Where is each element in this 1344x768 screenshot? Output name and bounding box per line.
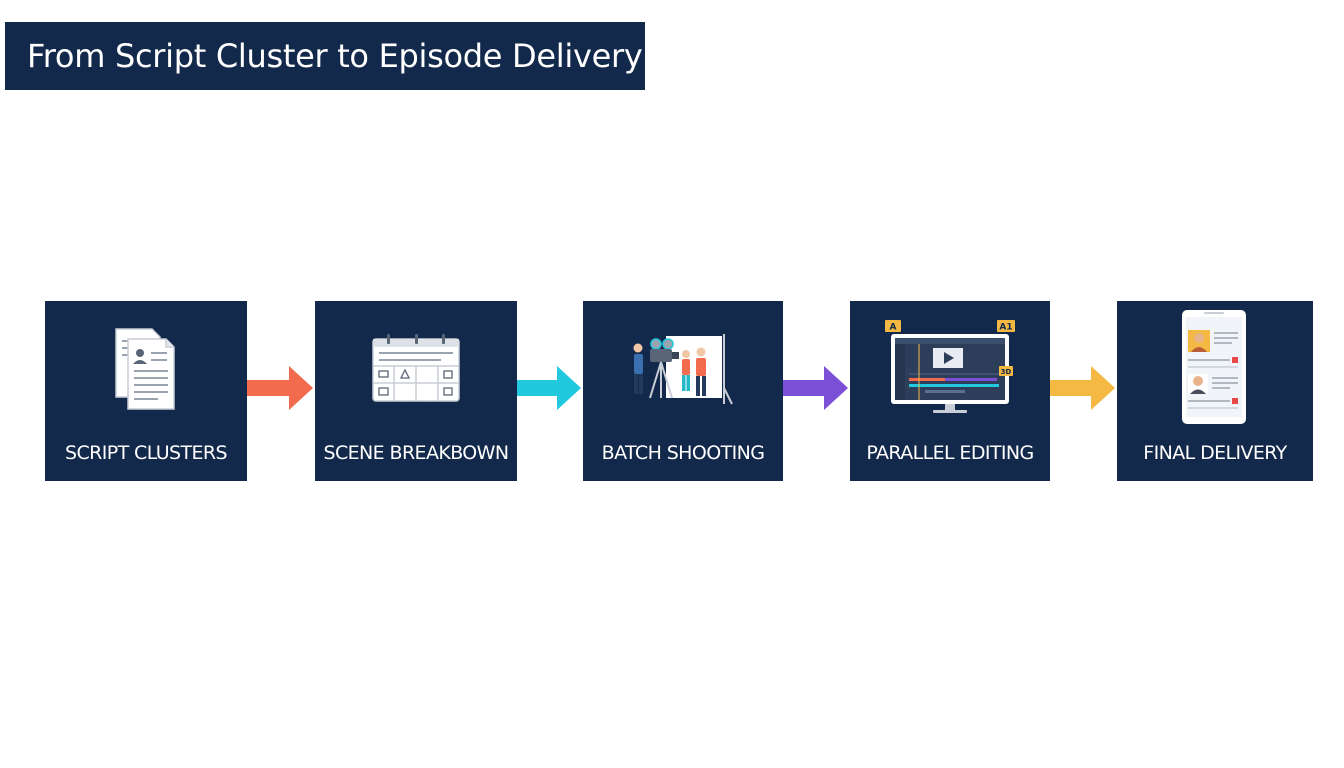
stage-script-clusters: SCRIPT CLUSTERS [45,301,247,481]
editing-monitor-icon: A A1 3D [850,313,1050,423]
stage-label: FINAL DELIVERY [1143,442,1287,464]
stage-label: PARALLEL EDITING [866,442,1034,464]
badge-a1: A1 [999,323,1012,333]
flow-arrow-1 [247,366,313,410]
page-title: From Script Cluster to Episode Delivery [27,37,643,75]
calendar-grid-icon [315,313,517,423]
stage-batch-shooting: BATCH SHOOTING [583,301,783,481]
stage-label: SCENE BREAKBOWN [323,442,510,464]
mobile-feed-icon [1117,310,1313,424]
stage-label: SCRIPT CLUSTERS [65,442,228,464]
badge-a: A [890,323,897,333]
film-crew-camera-icon [583,313,783,423]
script-documents-icon [45,313,247,423]
badge-3d: 3D [1001,368,1012,376]
title-banner: From Script Cluster to Episode Delivery [5,22,645,90]
stage-final-delivery: FINAL DELIVERY [1117,301,1313,481]
stage-parallel-editing: A A1 3D PARALLEL EDITING [850,301,1050,481]
flow-arrow-3 [783,366,848,410]
flow-arrow-4 [1050,366,1115,410]
flow-arrow-2 [517,366,581,410]
stage-scene-breakdown: SCENE BREAKBOWN [315,301,517,481]
stage-label: BATCH SHOOTING [601,442,765,464]
